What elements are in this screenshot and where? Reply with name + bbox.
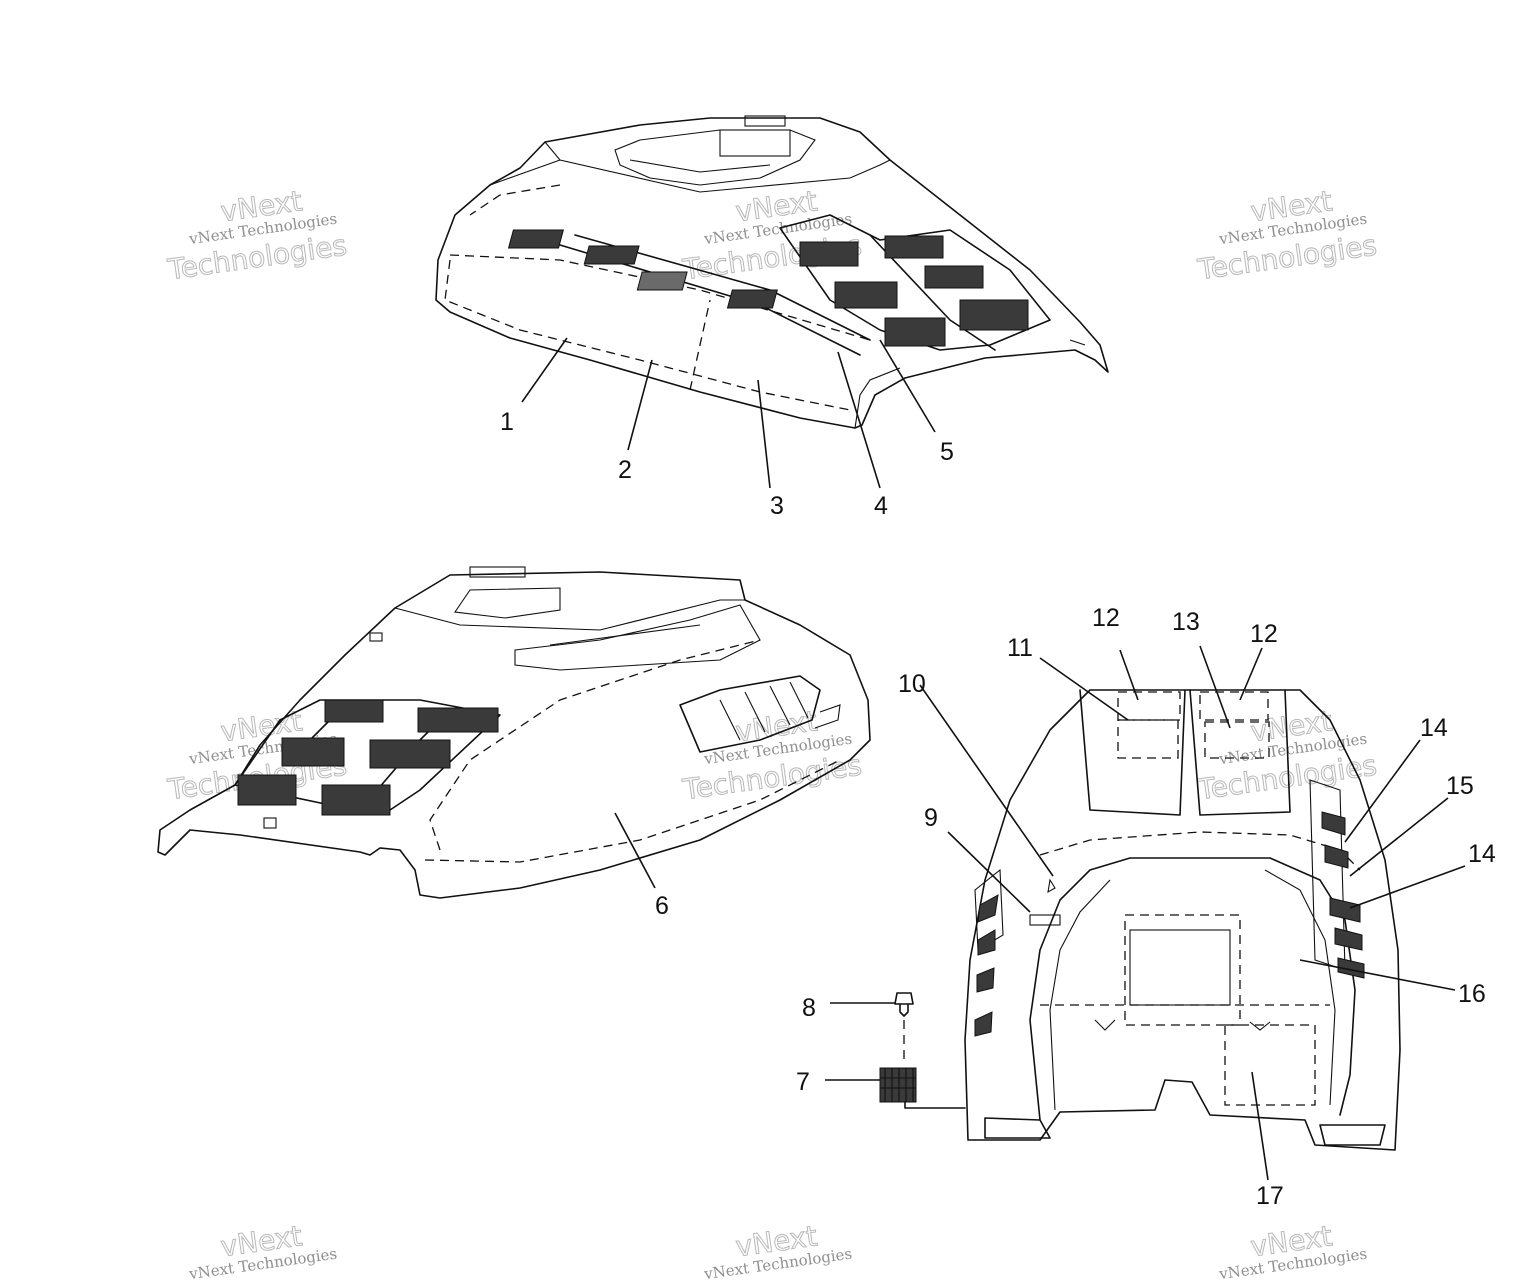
callout-8: 8: [802, 994, 816, 1022]
callout-labels: 1 2 3 4 5 6 7 8 9 10 11 12 13 12 14 15 1…: [500, 408, 1496, 1210]
screw-part: [894, 992, 914, 1062]
callout-14-top: 14: [1420, 714, 1448, 742]
callout-12-right: 12: [1250, 620, 1278, 648]
watermark: vNext vNext Technologies: [1217, 1219, 1368, 1280]
callout-3: 3: [770, 492, 784, 520]
watermark: vNext vNext Technologies Technologies: [165, 184, 350, 287]
hood-side-view: [157, 566, 871, 899]
leader-lines: [521, 337, 1466, 1181]
callout-1: 1: [500, 408, 514, 436]
watermark-group: vNext vNext Technologies Technologies vN…: [165, 184, 1380, 1280]
callout-10: 10: [898, 670, 926, 698]
callout-13: 13: [1172, 608, 1200, 636]
callout-15: 15: [1446, 772, 1474, 800]
watermark: vNext vNext Technologies: [702, 1219, 853, 1280]
watermark: vNext vNext Technologies Technologies: [680, 704, 865, 807]
callout-12-left: 12: [1092, 604, 1120, 632]
callout-2: 2: [618, 456, 632, 484]
callout-14-bottom: 14: [1468, 840, 1496, 868]
watermark: vNext vNext Technologies: [187, 1219, 338, 1280]
callout-4: 4: [874, 492, 888, 520]
callout-11: 11: [1007, 634, 1033, 662]
hood-underside-view: [964, 689, 1401, 1151]
grommet-part: [879, 1067, 966, 1109]
callout-6: 6: [655, 892, 669, 920]
callout-17: 17: [1256, 1182, 1284, 1210]
callout-16: 16: [1458, 980, 1486, 1008]
hood-top-view: [435, 115, 1109, 429]
callout-9: 9: [924, 804, 938, 832]
callout-7: 7: [796, 1068, 810, 1096]
watermark: vNext vNext Technologies Technologies: [1195, 184, 1380, 287]
callout-5: 5: [940, 438, 954, 466]
watermark: vNext vNext Technologies Technologies: [1195, 704, 1380, 807]
